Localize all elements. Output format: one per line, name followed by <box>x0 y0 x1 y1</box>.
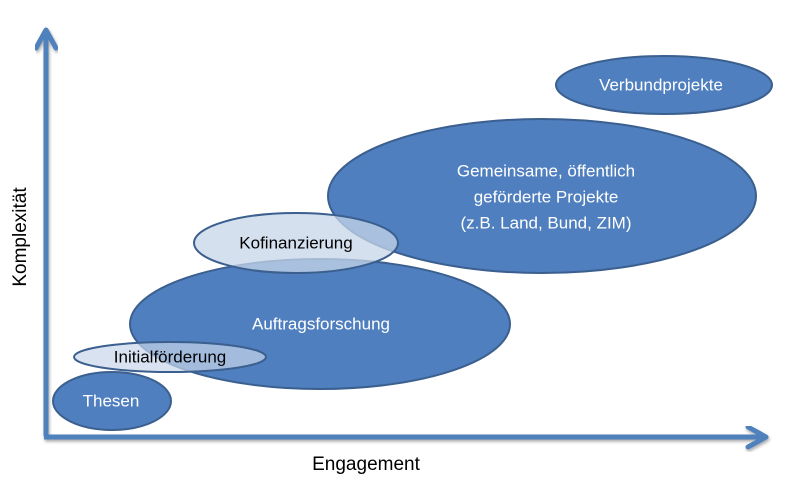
node-thesen: Thesen <box>52 371 172 431</box>
node-kofinanzierung-label: Kofinanzierung <box>239 233 352 252</box>
y-axis-arrowhead-icon <box>33 27 59 51</box>
node-verbundprojekte-label: Verbundprojekte <box>599 75 723 94</box>
node-kofinanzierung: Kofinanzierung <box>193 212 399 274</box>
x-axis-arrowhead-icon <box>745 424 769 450</box>
node-gemeinsame-line-1: Gemeinsame, öffentlich <box>457 161 635 180</box>
y-axis-label: Komplexität <box>10 187 31 287</box>
node-verbundprojekte: Verbundprojekte <box>555 55 773 115</box>
node-gemeinsame-line-2: geförderte Projekte <box>474 187 619 206</box>
x-axis <box>44 424 769 450</box>
y-axis <box>33 27 59 436</box>
node-initialfoerderung-label: Initialförderung <box>114 347 226 366</box>
node-gemeinsame-line-3: (z.B. Land, Bund, ZIM) <box>460 213 631 232</box>
node-initialfoerderung: Initialförderung <box>73 341 267 373</box>
x-axis-label: Engagement <box>312 454 420 475</box>
node-thesen-label: Thesen <box>83 391 140 410</box>
node-gemeinsame: Gemeinsame, öffentlich geförderte Projek… <box>327 118 757 274</box>
node-auftragsforschung-label: Auftragsforschung <box>252 314 390 333</box>
